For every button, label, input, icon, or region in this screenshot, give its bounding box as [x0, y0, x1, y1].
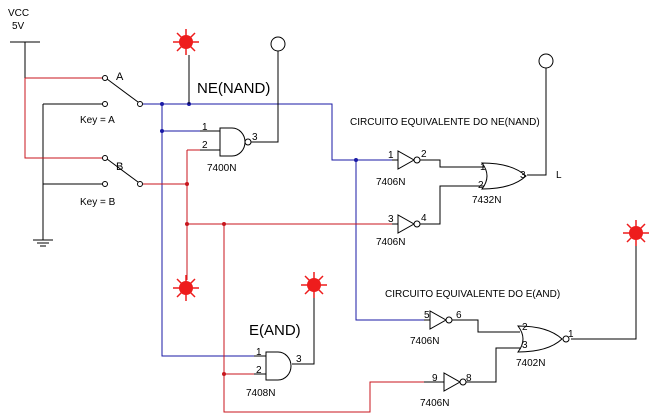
inv1-pin-out: 2	[421, 149, 427, 160]
vcc-label: VCC	[8, 8, 29, 19]
or-output-label: L	[556, 170, 562, 181]
inv4-pin-out: 8	[466, 373, 472, 384]
lamp-input-a	[172, 28, 200, 104]
nand-part: 7400N	[207, 163, 236, 174]
inv2-part: 7406N	[376, 237, 405, 248]
ground-symbol	[33, 104, 53, 247]
inv1-part: 7406N	[376, 177, 405, 188]
lamp-input-b	[172, 274, 200, 302]
inv3-pin-out: 6	[456, 310, 462, 321]
inverter-1-7406n: 1 2 7406N	[376, 149, 484, 188]
vcc-source: VCC 5V	[8, 8, 40, 78]
switch-a-letter: A	[116, 71, 124, 83]
inv4-part: 7406N	[420, 398, 449, 409]
nor-pin3: 3	[522, 340, 528, 351]
inverter-4-7406n: 9 8 7406N	[420, 347, 520, 409]
inv3-pin-in: 5	[424, 310, 430, 321]
nor-gate-7402n: 2 3 1 7402N	[516, 322, 574, 369]
inverter-2-7406n: 3 4 7406N	[376, 185, 484, 248]
or-pin3: 3	[520, 170, 526, 181]
and-gate-7408n: 1 2 3 7408N	[246, 347, 302, 399]
ground-wires	[43, 103, 104, 185]
title-nand-equivalent: CIRCUITO EQUIVALENTE DO NE(NAND)	[350, 117, 540, 128]
nand-pin2: 2	[202, 140, 208, 151]
nand-gate-7400n: 1 2 3 7400N	[200, 122, 258, 174]
inv2-pin-out: 4	[421, 213, 427, 224]
switch-a-key: Key = A	[80, 115, 115, 126]
title-and: E(AND)	[249, 322, 301, 339]
and-pin1: 1	[256, 347, 262, 358]
switch-b-key: Key = B	[80, 197, 116, 208]
and-part: 7408N	[246, 388, 275, 399]
lamp-and-output	[292, 271, 328, 365]
or-part: 7432N	[472, 195, 501, 206]
vcc-wires	[24, 77, 104, 159]
switch-b-letter: B	[116, 161, 123, 173]
inverter-3-7406n: 5 6 7406N	[410, 310, 520, 347]
inv2-pin-in: 3	[388, 214, 394, 225]
inv1-pin-in: 1	[388, 150, 394, 161]
and-pin2: 2	[256, 365, 262, 376]
nor-pin1: 1	[568, 329, 574, 340]
nand-pin1: 1	[202, 122, 208, 133]
or-gate-7432n: 1 2 3 7432N L	[472, 162, 562, 206]
inv4-pin-in: 9	[432, 373, 438, 384]
net-input-b	[143, 149, 424, 413]
title-nand: NE(NAND)	[197, 80, 270, 97]
switch-a[interactable]: A Key = A	[80, 71, 143, 126]
lamp-or-output	[527, 53, 554, 176]
nand-pin3: 3	[252, 132, 258, 143]
vcc-value: 5V	[12, 21, 25, 32]
net-input-a	[143, 102, 424, 357]
nor-part: 7402N	[516, 358, 545, 369]
and-pin3: 3	[296, 354, 302, 365]
nor-pin2: 2	[522, 322, 528, 333]
lamp-nand-output	[248, 36, 286, 143]
or-pin2: 2	[478, 180, 484, 191]
or-pin1: 1	[480, 162, 486, 173]
title-and-equivalent: CIRCUITO EQUIVALENTE DO E(AND)	[385, 289, 560, 300]
lamp-nor-output	[571, 219, 650, 340]
switch-b[interactable]: B Key = B	[80, 155, 143, 209]
inv3-part: 7406N	[410, 336, 439, 347]
